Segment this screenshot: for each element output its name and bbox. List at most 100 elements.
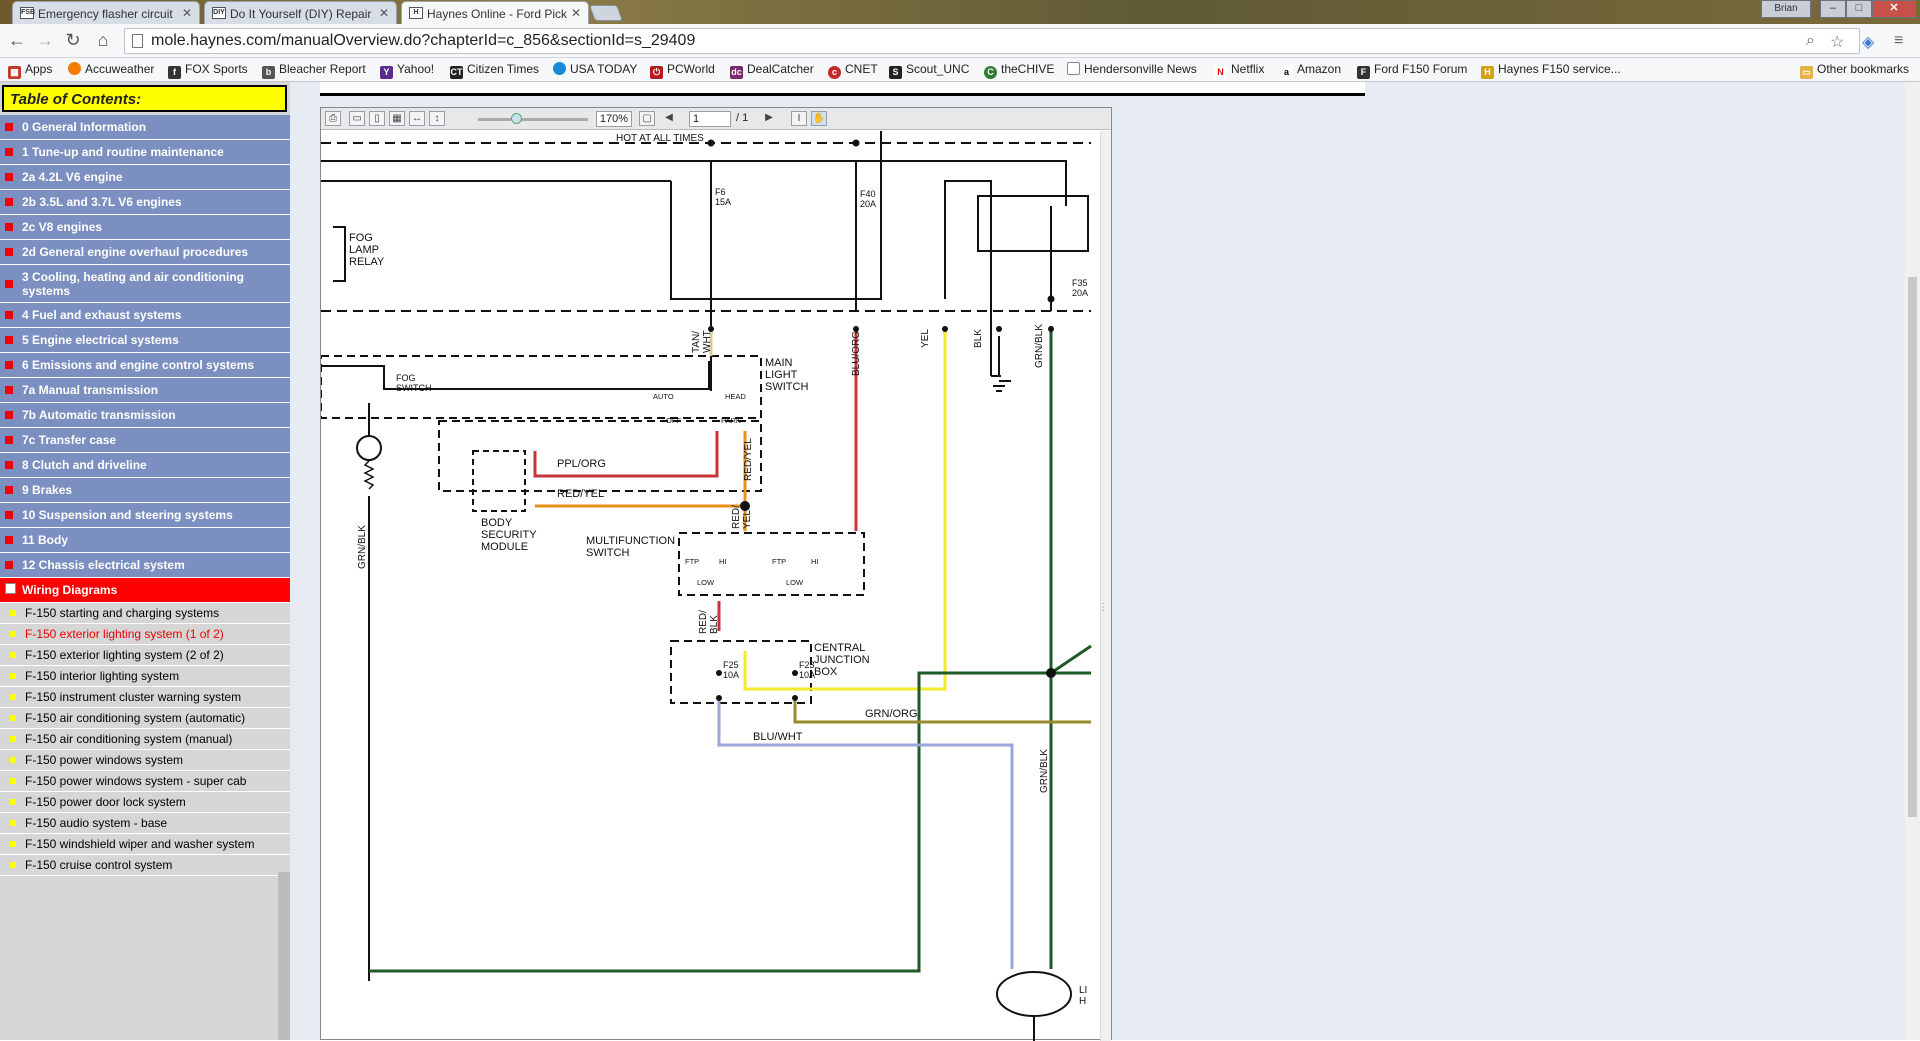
main-light-switch-label: LIGHT — [765, 369, 798, 381]
bookmark-pcworld[interactable]: ⏻PCWorld — [650, 62, 715, 79]
park-label: PARK — [721, 416, 741, 425]
wiring-diagram-item[interactable]: F-150 starting and charging systems — [0, 603, 290, 624]
bookmark-apps[interactable]: ▦Apps — [8, 62, 52, 79]
wiring-diagram-item[interactable]: F-150 power windows system - super cab — [0, 771, 290, 792]
toc-item[interactable]: 2c V8 engines — [0, 215, 290, 240]
close-tab-icon[interactable]: ✕ — [181, 6, 192, 20]
fit-height-icon[interactable]: ↕ — [429, 111, 445, 126]
bookmark-usa-today[interactable]: USA TODAY — [553, 62, 637, 76]
fog-switch-label: FOG — [396, 373, 416, 383]
close-window-button[interactable]: ✕ — [1872, 0, 1916, 18]
wiring-diagram-item[interactable]: F-150 instrument cluster warning system — [0, 687, 290, 708]
pdf-scrollbar[interactable] — [1100, 131, 1111, 1041]
zoom-slider-knob[interactable] — [511, 113, 522, 124]
wiring-diagram-item[interactable]: F-150 air conditioning system (manual) — [0, 729, 290, 750]
toc-item[interactable]: 10 Suspension and steering systems — [0, 503, 290, 528]
page-scrollbar-thumb[interactable] — [1908, 277, 1917, 817]
prev-page-icon[interactable]: ◀ — [665, 112, 673, 123]
wiring-item-label: F-150 power door lock system — [25, 795, 186, 809]
wiring-diagram-item[interactable]: F-150 audio system - base — [0, 813, 290, 834]
grid-view-icon[interactable]: ▦ — [389, 111, 405, 126]
wiring-diagram-item[interactable]: F-150 cruise control system — [0, 855, 290, 876]
toc-item[interactable]: 0 General Information — [0, 115, 290, 140]
back-arrow-icon[interactable]: ← — [8, 30, 26, 50]
toc-item[interactable]: 6 Emissions and engine control systems — [0, 353, 290, 378]
resize-grip-icon[interactable]: ⋮ — [1098, 602, 1108, 613]
tab-emergency-flasher[interactable]: FSB Emergency flasher circuit ✕ — [12, 1, 200, 24]
fit-width-icon[interactable]: ↔ — [409, 111, 425, 126]
wiring-diagram-item[interactable]: F-150 power door lock system — [0, 792, 290, 813]
wiring-diagram-item[interactable]: F-150 power windows system — [0, 750, 290, 771]
close-tab-icon[interactable]: ✕ — [570, 6, 581, 20]
wiring-diagram-item[interactable]: F-150 interior lighting system — [0, 666, 290, 687]
toc-item[interactable]: 1 Tune-up and routine maintenance — [0, 140, 290, 165]
maximize-button[interactable]: □ — [1846, 0, 1872, 18]
sidebar-scrollbar[interactable] — [278, 872, 290, 1040]
user-profile-button[interactable]: Brian — [1761, 0, 1811, 18]
minimize-button[interactable]: – — [1820, 0, 1846, 18]
toc-item[interactable]: 3 Cooling, heating and air conditioning … — [0, 265, 290, 303]
toc-item[interactable]: 8 Clutch and driveline — [0, 453, 290, 478]
two-page-icon[interactable]: ▯ — [369, 111, 385, 126]
tab-haynes-online[interactable]: H Haynes Online - Ford Pick ✕ — [401, 1, 589, 24]
close-tab-icon[interactable]: ✕ — [378, 6, 389, 20]
address-bar[interactable]: mole.haynes.com/manualOverview.do?chapte… — [124, 28, 1860, 54]
new-tab-button[interactable] — [589, 5, 623, 21]
zoom-value[interactable]: 170% — [596, 111, 632, 127]
screen-icon[interactable]: ▢ — [639, 111, 655, 126]
toc-item[interactable]: 9 Brakes — [0, 478, 290, 503]
bookmark-other-bookmarks[interactable]: ▭Other bookmarks — [1800, 62, 1909, 79]
wiring-diagram-item[interactable]: F-150 exterior lighting system (1 of 2) — [0, 624, 290, 645]
toc-item[interactable]: 7a Manual transmission — [0, 378, 290, 403]
page-number-input[interactable]: 1 — [689, 111, 731, 127]
toc-item[interactable]: 2a 4.2L V6 engine — [0, 165, 290, 190]
wiring-diagram-item[interactable]: F-150 windshield wiper and washer system — [0, 834, 290, 855]
select-text-icon[interactable]: I — [791, 111, 807, 126]
bookmark-accuweather[interactable]: Accuweather — [68, 62, 154, 76]
single-page-icon[interactable]: ▭ — [349, 111, 365, 126]
toc-item[interactable]: 11 Body — [0, 528, 290, 553]
search-icon[interactable]: ⌕ — [1806, 32, 1815, 49]
zoom-slider[interactable] — [478, 118, 588, 121]
wiring-item-label: F-150 power windows system - super cab — [25, 774, 247, 788]
menu-icon[interactable]: ≡ — [1894, 32, 1904, 49]
toc-item[interactable]: 7b Automatic transmission — [0, 403, 290, 428]
wiring-diagram-item[interactable]: F-150 exterior lighting system (2 of 2) — [0, 645, 290, 666]
hand-tool-icon[interactable]: ✋ — [811, 111, 827, 126]
toc-item[interactable]: 2b 3.5L and 3.7L V6 engines — [0, 190, 290, 215]
star-bookmark-icon[interactable]: ☆ — [1830, 34, 1845, 51]
extension-icon[interactable]: ◈ — [1862, 34, 1875, 51]
print-icon[interactable]: ⎙ — [325, 111, 341, 126]
toc-wiring-diagrams[interactable]: Wiring Diagrams — [0, 578, 290, 603]
next-page-icon[interactable]: ▶ — [765, 112, 773, 123]
toc-item[interactable]: 7c Transfer case — [0, 428, 290, 453]
toc-item[interactable]: 12 Chassis electrical system — [0, 553, 290, 578]
page-scrollbar[interactable] — [1905, 82, 1920, 1040]
toc-item[interactable]: 5 Engine electrical systems — [0, 328, 290, 353]
central-junction-box-label: BOX — [814, 666, 838, 678]
forward-arrow-icon[interactable]: → — [36, 30, 54, 50]
bookmark-hendersonville-news[interactable]: Hendersonville News — [1067, 62, 1197, 76]
bullet-icon — [10, 862, 16, 868]
home-icon[interactable]: ⌂ — [97, 30, 109, 50]
bullet-icon — [5, 248, 13, 256]
toc-item[interactable]: 4 Fuel and exhaust systems — [0, 303, 290, 328]
pdf-toolbar: ⎙ ▭ ▯ ▦ ↔ ↕ 170% ▢ ◀ 1 / 1 ▶ I ✋ — [321, 108, 1111, 130]
toc-item[interactable]: 2d General engine overhaul procedures — [0, 240, 290, 265]
tab-diy-repair[interactable]: DIY Do It Yourself (DIY) Repair ✕ — [204, 1, 397, 24]
wiring-diagram-item[interactable]: F-150 air conditioning system (automatic… — [0, 708, 290, 729]
reload-icon[interactable]: ↻ — [65, 30, 81, 50]
